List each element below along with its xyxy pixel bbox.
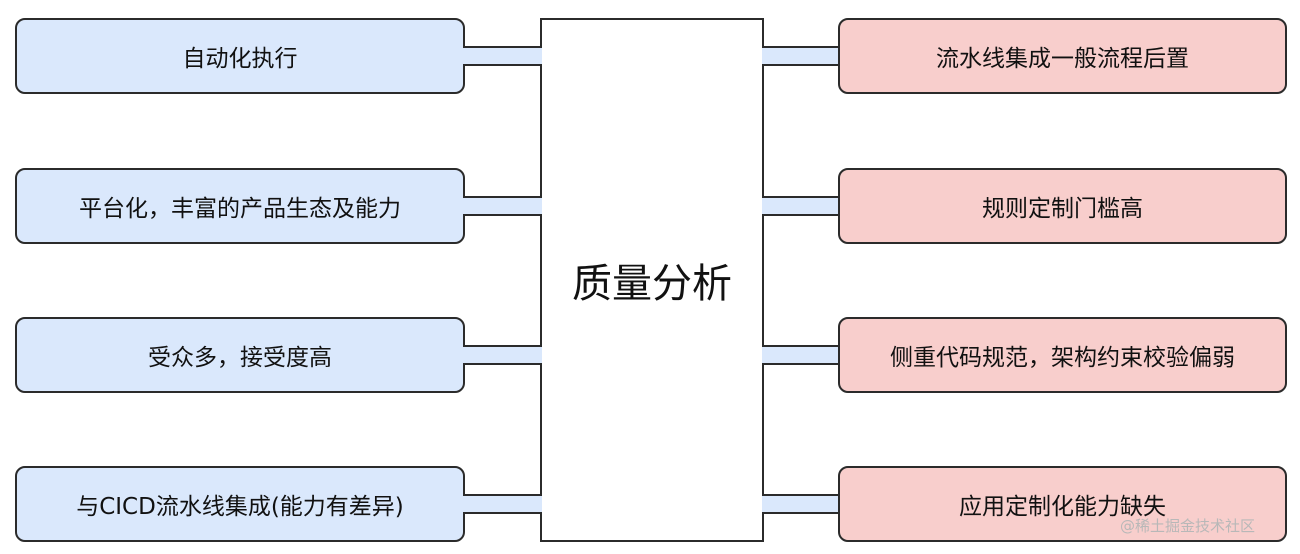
strength-node-label: 平台化，丰富的产品生态及能力 — [79, 196, 401, 222]
strength-node: 受众多，接受度高 — [15, 317, 465, 393]
strength-node-label: 受众多，接受度高 — [148, 345, 332, 371]
weakness-node-label: 应用定制化能力缺失 — [959, 494, 1166, 520]
connector — [463, 494, 542, 514]
watermark: @稀土掘金技术社区 — [1120, 517, 1256, 535]
connector — [463, 196, 542, 216]
strength-node-label: 与CICD流水线集成(能力有差异) — [76, 494, 404, 520]
strength-node-label: 自动化执行 — [182, 46, 298, 72]
weakness-node: 应用定制化能力缺失 — [838, 466, 1287, 542]
connector — [762, 494, 841, 514]
connector — [762, 196, 841, 216]
connector — [463, 46, 542, 66]
connector — [762, 46, 841, 66]
center-node: 质量分析 — [540, 18, 764, 542]
strength-node: 平台化，丰富的产品生态及能力 — [15, 168, 465, 244]
weakness-node-label: 流水线集成一般流程后置 — [936, 46, 1189, 72]
strength-node: 自动化执行 — [15, 18, 465, 94]
weakness-node: 流水线集成一般流程后置 — [838, 18, 1287, 94]
connector — [762, 345, 841, 365]
weakness-node: 规则定制门槛高 — [838, 168, 1287, 244]
connector — [463, 345, 542, 365]
weakness-node-label: 侧重代码规范，架构约束校验偏弱 — [890, 345, 1235, 371]
weakness-node-label: 规则定制门槛高 — [982, 196, 1143, 222]
weakness-node: 侧重代码规范，架构约束校验偏弱 — [838, 317, 1287, 393]
center-node-label: 质量分析 — [572, 261, 732, 307]
strength-node: 与CICD流水线集成(能力有差异) — [15, 466, 465, 542]
